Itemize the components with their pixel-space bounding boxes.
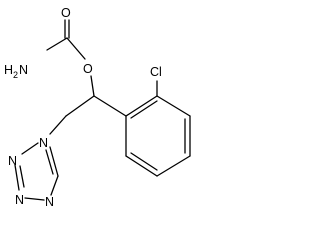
ring-bond-1-inner — [130, 100, 158, 119]
atom-label-chlorine: Cl — [150, 65, 162, 79]
ring-bond-5-inner — [130, 152, 158, 171]
ring-bond-4 — [156, 155, 191, 177]
molecule-structure-diagram: O H 2 N O Cl N N N N — [4, 6, 191, 209]
tetrazole-bond-c-n2 — [49, 146, 59, 177]
tetrazole-bond-n1-n4 — [14, 164, 20, 191]
atom-label-carbonyl-oxygen: O — [61, 6, 71, 20]
ring-bond-2 — [156, 95, 191, 117]
tetrazole-bond-n4-n3 — [24, 197, 45, 201]
ring-bond-1 — [125, 95, 158, 117]
bond-c-nh2 — [46, 37, 68, 51]
tetrazole-bond-n3-c — [50, 175, 59, 196]
atom-label-amide-subscript: 2 — [13, 70, 18, 80]
bond-o-ch — [90, 75, 95, 97]
tetrazole-bond-n2-n1 — [21, 142, 39, 155]
atom-label-tetrazole-n2: N — [39, 136, 48, 150]
bond-ch-ch2 — [65, 95, 95, 117]
atom-label-ester-oxygen: O — [83, 62, 93, 76]
bond-ch2-n — [49, 115, 67, 135]
atom-label-tetrazole-n3: N — [45, 195, 54, 209]
atom-label-tetrazole-n1: N — [8, 154, 17, 168]
bond-c-o-ester — [66, 37, 86, 60]
tetrazole-bond-n1-n4-inner — [19, 165, 25, 188]
ring-bond-5 — [125, 155, 158, 177]
atom-label-amide-n: N — [19, 63, 28, 77]
atom-label-tetrazole-n4: N — [15, 193, 24, 207]
atom-label-amide-h: H — [4, 63, 13, 77]
bond-ch-aryl — [93, 95, 127, 117]
tetrazole-bond-c-n2-inner — [45, 149, 54, 175]
